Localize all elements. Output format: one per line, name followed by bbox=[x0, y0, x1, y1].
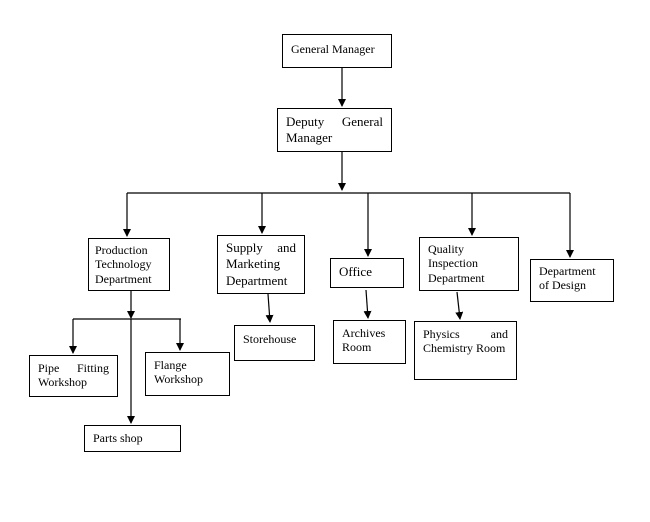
node-general-manager: General Manager bbox=[282, 34, 392, 68]
node-parts-shop: Parts shop bbox=[84, 425, 181, 452]
node-department-of-design: Department of Design bbox=[530, 259, 614, 302]
node-pipe-fitting-workshop: Pipe Fitting Workshop bbox=[29, 355, 118, 397]
node-label: Flange Workshop bbox=[154, 358, 204, 387]
arrow-to-physics bbox=[455, 291, 464, 320]
node-label: Quality Inspection Department bbox=[428, 242, 485, 285]
node-supply-marketing-department: Supply and Marketing Department bbox=[217, 235, 305, 294]
arrow-to-storehouse bbox=[265, 293, 274, 323]
node-label: Office bbox=[339, 264, 372, 279]
node-label: Storehouse bbox=[243, 332, 297, 346]
node-label: Deputy General Manager bbox=[286, 114, 383, 146]
node-label: Pipe Fitting Workshop bbox=[38, 361, 109, 390]
node-office: Office bbox=[330, 258, 404, 288]
node-label: Archives Room bbox=[342, 326, 386, 355]
node-label: Supply and Marketing Department bbox=[226, 240, 296, 288]
node-label: Production Technology Department bbox=[95, 243, 152, 286]
node-physics-chemistry-room: Physics and Chemistry Room bbox=[414, 321, 517, 380]
arrow-to-archives bbox=[363, 289, 372, 319]
node-archives-room: Archives Room bbox=[333, 320, 406, 364]
node-label: Parts shop bbox=[93, 431, 143, 445]
node-label: Physics and Chemistry Room bbox=[423, 327, 508, 356]
node-flange-workshop: Flange Workshop bbox=[145, 352, 230, 396]
node-deputy-general-manager: Deputy General Manager bbox=[277, 108, 392, 152]
node-production-technology-department: Production Technology Department bbox=[88, 238, 170, 291]
node-label: Department of Design bbox=[539, 264, 596, 293]
node-label: General Manager bbox=[291, 42, 375, 56]
node-quality-inspection-department: Quality Inspection Department bbox=[419, 237, 519, 291]
node-storehouse: Storehouse bbox=[234, 325, 315, 361]
